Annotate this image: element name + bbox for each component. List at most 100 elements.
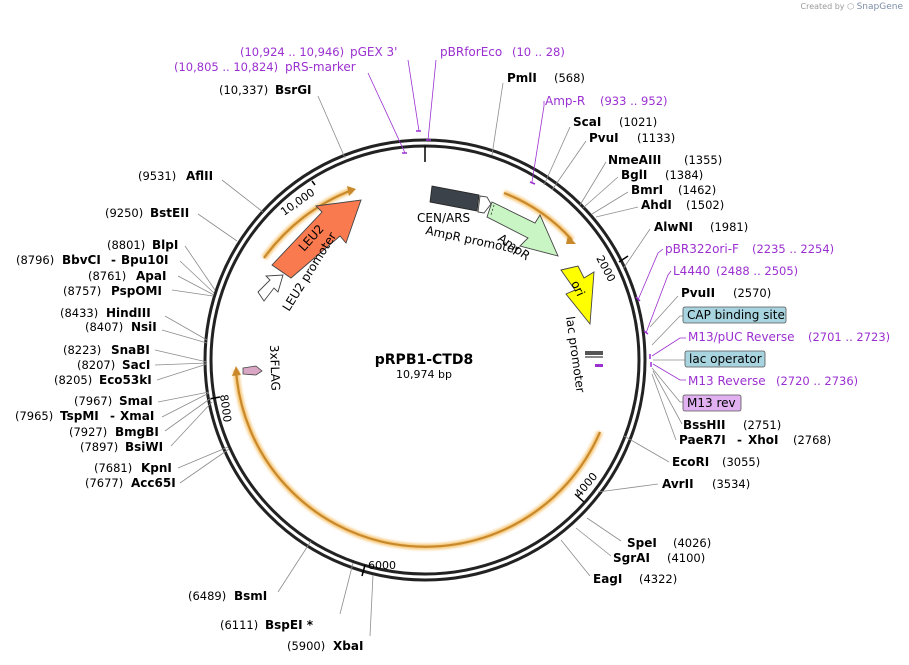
site-spei[interactable]: SpeI (4026) xyxy=(586,517,711,550)
site-bbvci-bpu10i[interactable]: (8796) BbvCI - Bpu10I xyxy=(16,253,215,294)
site-kpni[interactable]: (7681) KpnI xyxy=(94,446,229,475)
site-paer7i-name: PaeR7I xyxy=(679,433,726,447)
site-scai[interactable]: ScaI (1021) xyxy=(543,115,657,186)
site-bgli-pos: (1384) xyxy=(665,168,703,182)
primer-prs-marker-pos: (10,805 .. 10,824) xyxy=(174,60,278,74)
feature-lac-promoter-label: lac promoter xyxy=(563,315,588,393)
site-bsteii[interactable]: (9250) BstEII xyxy=(105,206,238,242)
site-bmri-pos: (1462) xyxy=(678,183,716,197)
site-ecori[interactable]: EcoRI (3055) xyxy=(623,435,760,469)
primer-m13-reverse[interactable]: M13 Reverse (2720 .. 2736) xyxy=(650,362,858,388)
site-bmri[interactable]: BmrI (1462) xyxy=(591,183,716,215)
site-bmgbi-pos: (7927) xyxy=(69,425,107,439)
site-alwni[interactable]: AlwNI (1981) xyxy=(622,220,748,270)
cap-binding-site[interactable]: CAP binding site xyxy=(651,306,787,346)
site-ecori-pos: (3055) xyxy=(722,455,760,469)
site-pspomi[interactable]: (8757) PspOMI xyxy=(63,284,214,298)
site-avrii-pos: (3534) xyxy=(712,477,750,491)
primer-prs-marker[interactable]: (10,805 .. 10,824) pRS-marker xyxy=(174,60,407,154)
site-aflii[interactable]: (9531) AflII xyxy=(138,169,264,213)
feature-ampr-promoter[interactable] xyxy=(477,195,492,214)
backbone-outer xyxy=(203,138,647,582)
site-pmli[interactable]: PmlI (568) xyxy=(491,71,585,156)
site-hindiii-name: HindIII xyxy=(106,306,151,320)
site-eco53ki[interactable]: (8205) Eco53kI xyxy=(54,363,208,387)
site-blpi[interactable]: (8801) BlpI xyxy=(107,238,216,291)
site-snabi[interactable]: (8223) SnaBI xyxy=(63,343,208,363)
site-pvuii-1[interactable]: PvuII (2570) xyxy=(649,286,771,328)
site-eagi[interactable]: EagI (4322) xyxy=(560,539,677,586)
site-xmai-name: XmaI xyxy=(120,409,154,423)
site-sgrai-pos: (4100) xyxy=(667,551,705,565)
site-ahdi-pos: (1502) xyxy=(686,198,724,212)
cap-binding-site-label: CAP binding site xyxy=(687,308,785,322)
site-bbvci-sep: - xyxy=(111,253,116,267)
m13-rev-label: M13 rev xyxy=(687,396,736,410)
site-aflii-pos: (9531) xyxy=(138,169,176,183)
site-hindiii-pos: (8433) xyxy=(60,306,98,320)
feature-lac-promoter[interactable] xyxy=(585,351,603,367)
site-pvui-1[interactable]: PvuI (1133) xyxy=(551,131,675,191)
site-sgrai[interactable]: SgrAI (4100) xyxy=(575,527,705,565)
feature-3xflag-label: 3xFLAG xyxy=(267,345,283,391)
feature-leu2[interactable] xyxy=(271,199,362,279)
m13-rev[interactable]: M13 rev xyxy=(651,367,742,412)
site-bsmi[interactable]: (6489) BsmI xyxy=(188,540,312,603)
primer-pbrforeco[interactable]: pBRforEco (10 .. 28) xyxy=(426,45,565,141)
snapgene-logo-icon: ⬡ xyxy=(847,2,855,11)
feature-ampr[interactable] xyxy=(486,201,559,257)
site-paer7i-xhoi[interactable]: PaeR7I XhoI - (2768) xyxy=(651,373,831,447)
site-bsrgi-name: BsrGI xyxy=(275,83,312,97)
primer-m13-puc-reverse[interactable]: M13/pUC Reverse (2701 .. 2723) xyxy=(649,330,890,359)
site-apai[interactable]: (8761) ApaI xyxy=(88,269,215,296)
lac-operator[interactable]: lac operator xyxy=(653,350,766,368)
site-bsrgi[interactable]: (10,337) BsrGI xyxy=(219,83,346,159)
site-xbai-pos: (5900) xyxy=(287,639,325,653)
site-ahdi[interactable]: AhdI (1502) xyxy=(595,198,724,218)
site-saci-name: SacI xyxy=(122,358,150,372)
site-bspei[interactable]: (6111) BspEI * xyxy=(220,562,354,632)
snapgene-product-name: SnapGene xyxy=(856,2,903,12)
tick-mark-4000 xyxy=(574,493,585,503)
site-nmeaiii-name: NmeAIII xyxy=(608,153,661,167)
site-nsii[interactable]: (8407) NsiI xyxy=(85,320,208,344)
site-bgli[interactable]: BglI (1384) xyxy=(582,168,703,209)
site-bsshii-pos: (2751) xyxy=(743,418,781,432)
primer-pbrforeco-name: pBRforEco xyxy=(440,45,502,59)
site-eco53ki-name: Eco53kI xyxy=(99,373,152,387)
site-pspomi-pos: (8757) xyxy=(63,284,101,298)
primer-amp-r[interactable]: Amp-R (933 .. 952) xyxy=(529,94,668,185)
feature-ori[interactable] xyxy=(560,265,595,326)
primer-amp-r-pos: (933 .. 952) xyxy=(600,94,668,108)
site-tspmi-xmai[interactable]: (7965) TspMI - XmaI xyxy=(15,392,210,423)
site-bsmi-pos: (6489) xyxy=(188,589,226,603)
site-kpni-pos: (7681) xyxy=(94,461,132,475)
site-xbai[interactable]: (5900) XbaI xyxy=(287,574,374,653)
site-smai[interactable]: (7967) SmaI xyxy=(74,391,210,408)
site-bmgbi-name: BmgBI xyxy=(115,425,159,439)
primer-l4440[interactable]: L4440 (2488 .. 2505) xyxy=(643,264,798,335)
site-pspomi-name: PspOMI xyxy=(111,284,162,298)
feature-3xflag[interactable] xyxy=(242,365,263,376)
site-hindiii[interactable]: (8433) HindIII xyxy=(60,306,208,341)
site-bsshii[interactable]: BssHII (2751) xyxy=(652,370,781,432)
primer-pgex3[interactable]: (10,924 .. 10,946) pGEX 3' xyxy=(240,45,421,132)
primer-m13-reverse-pos: (2720 .. 2736) xyxy=(776,374,858,388)
primer-pbr322ori-f[interactable]: pBR322ori-F (2235 .. 2254) xyxy=(635,242,834,302)
feature-leu2-promoter[interactable] xyxy=(257,274,284,302)
site-nmeaiii[interactable]: NmeAIII (1355) xyxy=(579,153,722,206)
tick-mark-2000 xyxy=(618,255,629,263)
site-avrii[interactable]: AvrII (3534) xyxy=(597,477,750,493)
site-blpi-pos: (8801) xyxy=(107,238,145,252)
primer-l4440-name: L4440 xyxy=(673,264,710,278)
site-saci[interactable]: (8207) SacI xyxy=(77,358,208,372)
site-bspei-pos: (6111) xyxy=(220,618,258,632)
site-scai-name: ScaI xyxy=(573,115,601,129)
site-smai-name: SmaI xyxy=(119,394,153,408)
site-bmgbi[interactable]: (7927) BmgBI xyxy=(69,397,212,439)
site-sgrai-name: SgrAI xyxy=(613,551,650,565)
site-bsiwi[interactable]: (7897) BsiWI xyxy=(80,401,213,454)
site-acc65i[interactable]: (7677) Acc65I xyxy=(85,448,230,490)
feature-cen-ars[interactable] xyxy=(429,185,480,212)
